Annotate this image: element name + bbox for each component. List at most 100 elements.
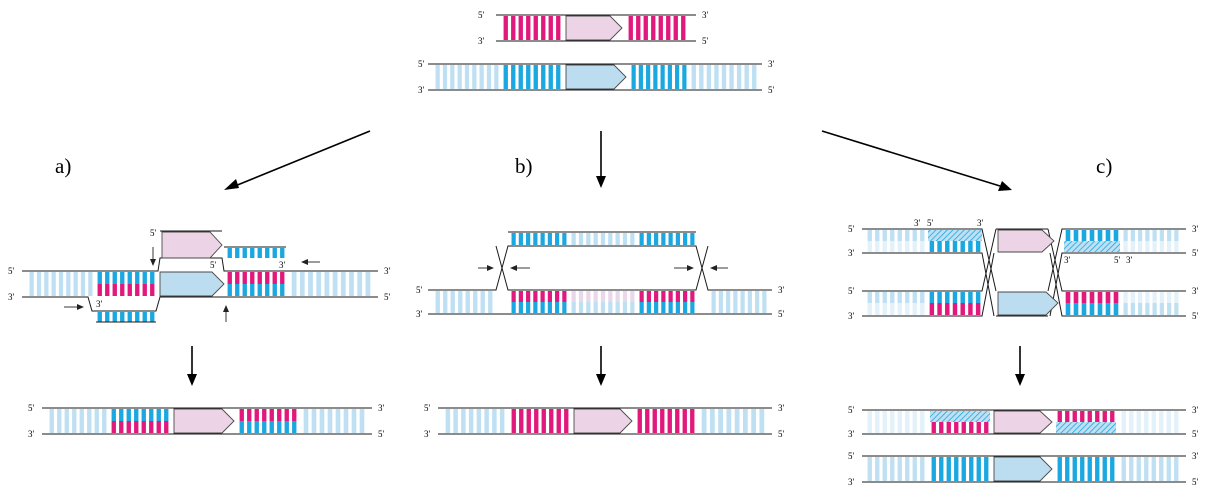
end-label: 3' bbox=[1126, 255, 1133, 265]
base-pair-stripes bbox=[227, 272, 285, 284]
end-label: 5' bbox=[384, 292, 391, 302]
base-pair-stripes bbox=[628, 16, 686, 40]
base-pair-stripes bbox=[571, 302, 635, 313]
base-pair-bar bbox=[36, 272, 42, 296]
base-pair-bar bbox=[533, 291, 538, 302]
panel-label-c: c) bbox=[1096, 154, 1112, 178]
base-pair-bar bbox=[357, 272, 363, 296]
base-pair-stripes bbox=[97, 284, 155, 296]
end-label: 5' bbox=[418, 59, 425, 69]
base-pair-bar bbox=[920, 292, 925, 303]
base-pair-bar bbox=[57, 409, 62, 433]
base-pair-stripes bbox=[303, 409, 365, 433]
base-pair-bar bbox=[142, 284, 147, 296]
end-label: 3' bbox=[28, 429, 35, 439]
base-pair-bar bbox=[1130, 292, 1135, 303]
base-pair-bar bbox=[681, 16, 686, 40]
panel-c-product-1: 5' 3' 3' 5' bbox=[848, 405, 1199, 439]
base-pair-bar bbox=[105, 284, 110, 296]
base-pair-stripes bbox=[867, 303, 925, 315]
base-pair-bar bbox=[534, 409, 539, 433]
base-pair-bar bbox=[562, 233, 567, 245]
base-pair-stripes bbox=[239, 421, 297, 433]
donor-gene-arrow bbox=[573, 408, 633, 434]
base-pair-bar bbox=[736, 65, 742, 89]
base-pair-bar bbox=[79, 409, 84, 433]
base-pair-bar bbox=[961, 457, 966, 481]
end-label: 5' bbox=[8, 266, 15, 276]
base-pair-bar bbox=[897, 292, 902, 303]
panel-a-product: 5' 3' 3' 5' bbox=[28, 403, 385, 439]
base-pair-bar bbox=[141, 421, 146, 433]
base-pair-bar bbox=[1144, 411, 1149, 433]
base-pair-bar bbox=[134, 421, 139, 433]
base-pair-stripes bbox=[511, 291, 567, 302]
base-pair-bar bbox=[946, 422, 951, 433]
base-pair-stripes bbox=[511, 409, 569, 433]
panel-c-intermediate: 3' 5' 3' 3' 5' 3' 5' 3' 5' 3' 3' 5' 3' 5… bbox=[848, 218, 1199, 321]
base-pair-bar bbox=[549, 409, 554, 433]
base-pair-bar bbox=[890, 241, 895, 252]
base-pair-bar bbox=[890, 411, 895, 433]
base-pair-bar bbox=[1087, 457, 1092, 481]
base-pair-bar bbox=[890, 303, 895, 315]
donor-gene-arrow bbox=[565, 15, 623, 41]
donor-gene-arrow bbox=[173, 408, 235, 434]
base-pair-bar bbox=[1167, 241, 1172, 252]
base-pair-bar bbox=[975, 292, 981, 303]
base-pair-bar bbox=[984, 422, 989, 433]
base-pair-bar bbox=[658, 16, 663, 40]
base-pair-bar bbox=[586, 233, 591, 245]
arrow-a-down bbox=[187, 346, 197, 386]
base-pair-bar bbox=[242, 248, 247, 258]
base-pair-bar bbox=[1167, 230, 1172, 241]
end-label: 5' bbox=[424, 403, 431, 413]
base-pair-bar bbox=[265, 248, 270, 258]
base-pair-bar bbox=[638, 65, 643, 89]
base-pair-bar bbox=[718, 291, 723, 313]
base-pair-bar bbox=[1174, 292, 1179, 303]
base-pair-bar bbox=[905, 411, 910, 433]
base-pair-bar bbox=[164, 421, 169, 433]
base-pair-bar bbox=[752, 65, 757, 89]
base-pair-bar bbox=[882, 230, 887, 241]
base-pair-bar bbox=[239, 421, 244, 433]
base-pair-bar bbox=[1095, 457, 1100, 481]
base-pair-bar bbox=[87, 409, 92, 433]
base-pair-bar bbox=[1110, 457, 1115, 481]
end-label: 5' bbox=[1192, 311, 1199, 321]
base-pair-bar bbox=[533, 302, 538, 313]
base-pair-bar bbox=[473, 291, 478, 313]
donor-gene-arrow bbox=[997, 229, 1055, 253]
base-pair-stripes bbox=[29, 272, 93, 296]
base-pair-bar bbox=[729, 65, 734, 89]
base-pair-bar bbox=[97, 312, 102, 322]
end-label: 3' bbox=[1192, 451, 1199, 461]
hatched-strand bbox=[928, 230, 982, 241]
base-pair-bar bbox=[102, 409, 107, 433]
base-pair-bar bbox=[1174, 303, 1179, 315]
base-pair-bar bbox=[308, 272, 313, 296]
base-pair-bar bbox=[272, 248, 277, 258]
base-pair-bar bbox=[969, 457, 974, 481]
base-pair-bar bbox=[882, 303, 887, 315]
base-pair-bar bbox=[608, 302, 613, 313]
base-pair-bar bbox=[327, 409, 333, 433]
base-pair-bar bbox=[1144, 457, 1149, 481]
base-pair-bar bbox=[1152, 303, 1157, 315]
base-pair-stripes bbox=[97, 312, 155, 322]
base-pair-bar bbox=[518, 233, 523, 245]
end-label: 3' bbox=[848, 477, 855, 486]
base-pair-bar bbox=[744, 65, 749, 89]
base-pair-bar bbox=[920, 457, 925, 481]
base-pair-bar bbox=[920, 303, 925, 315]
base-pair-bar bbox=[1073, 292, 1079, 303]
base-pair-bar bbox=[484, 409, 489, 433]
base-pair-stripes bbox=[931, 422, 989, 433]
base-pair-bar bbox=[882, 457, 887, 481]
end-label: 5' bbox=[210, 260, 217, 270]
base-pair-bar bbox=[1166, 411, 1171, 433]
base-pair-bar bbox=[540, 233, 545, 245]
base-pair-bar bbox=[945, 241, 950, 252]
base-pair-bar bbox=[254, 421, 259, 433]
